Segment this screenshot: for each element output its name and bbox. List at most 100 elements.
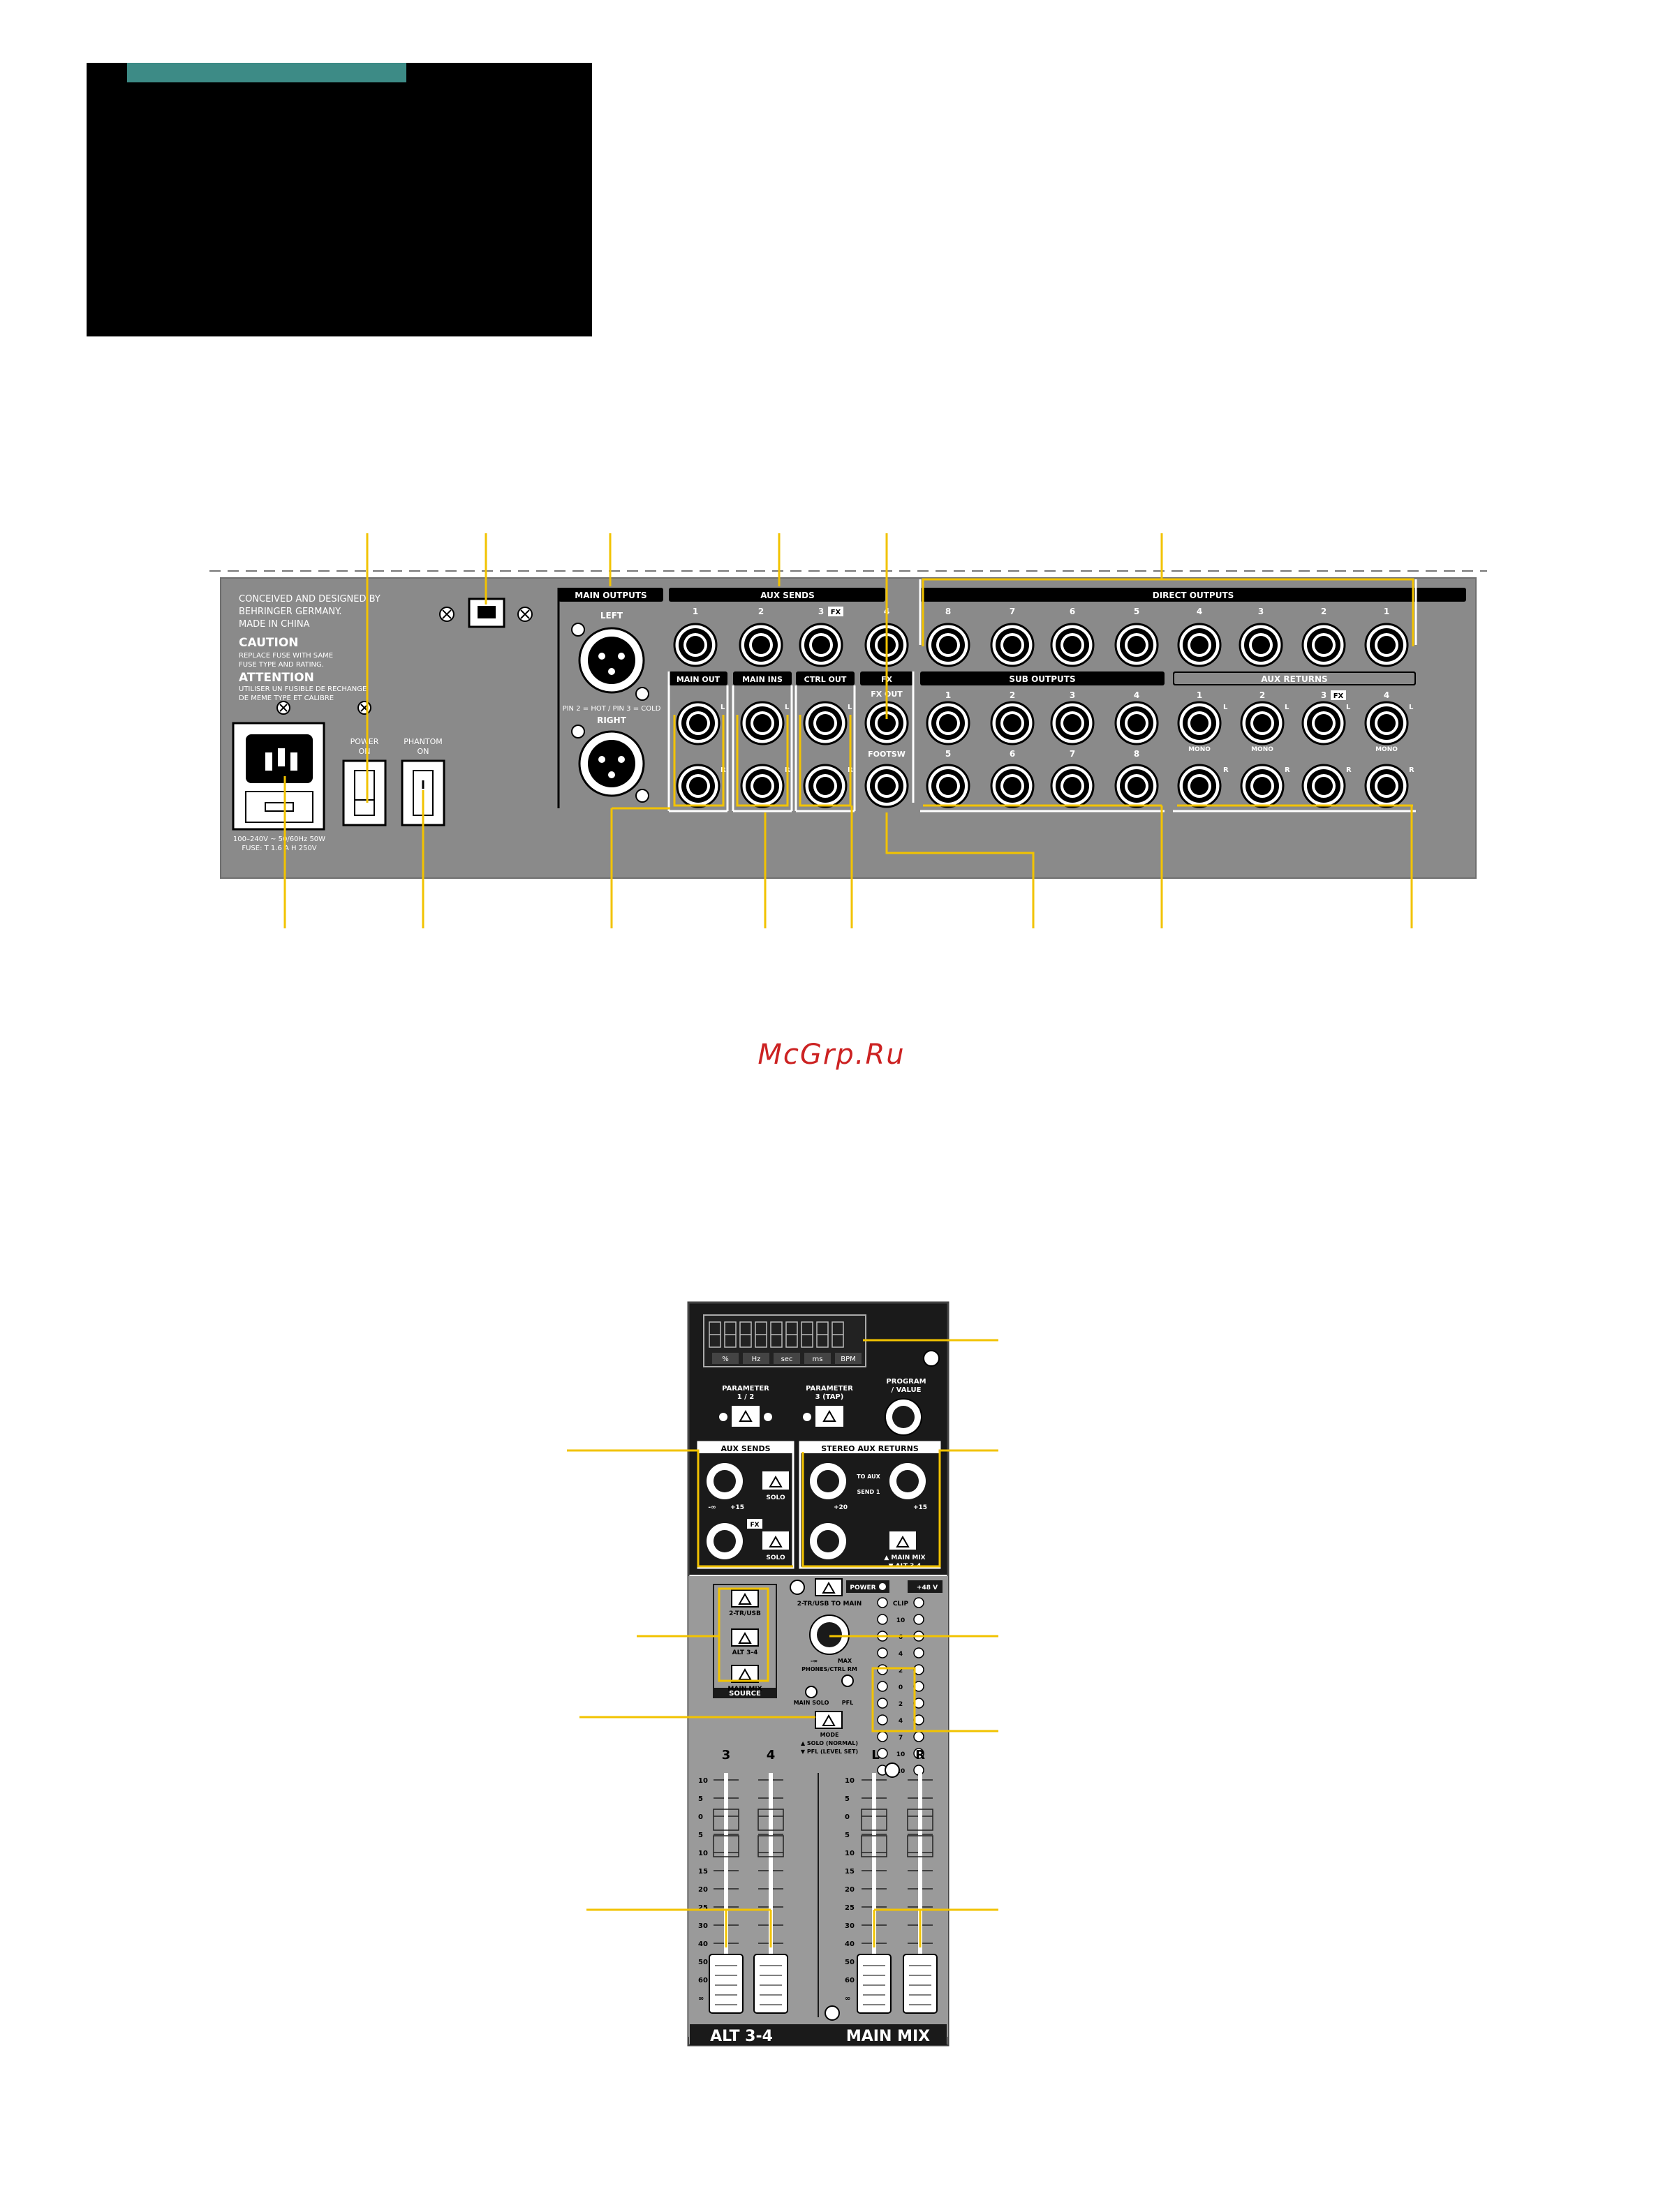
fader-scale-label: 0 [845,1813,850,1821]
aux-return-jack-left[interactable] [1177,701,1222,745]
direct-output-number: 8 [945,607,951,616]
watermark-text: McGrp.Ru [757,1039,906,1071]
meter-led-left [877,1714,888,1725]
aux-return-number: 2 [1259,690,1265,700]
return-r: R [1346,766,1352,774]
fader-cap[interactable] [857,1954,892,2014]
source-2tr-label: 2-TR/USB [729,1610,761,1617]
fader-cap[interactable] [709,1954,744,2014]
footsw-label: FOOTSW [868,750,906,759]
aux-return-jack-right[interactable] [1364,764,1409,808]
aux-return-jack-left[interactable] [1364,701,1409,745]
aux-return-jack-left[interactable] [1240,701,1285,745]
fader-scale-label: 15 [845,1868,855,1876]
meter-led-left [877,1664,888,1675]
pin-label: PIN 2 = HOT / PIN 3 = COLD [563,705,661,713]
fader-scale-label: 25 [845,1904,855,1912]
fader[interactable] [903,1773,938,2014]
sub-output-number: 7 [1070,749,1075,759]
direct-output-jack[interactable] [926,623,970,667]
sub-output-jack[interactable] [990,701,1035,745]
fader[interactable] [857,1773,892,2014]
fader-scale-label: 50 [845,1959,855,1966]
fader-scale-label: 15 [698,1868,708,1876]
unit-label: Hz [752,1356,761,1363]
sub-output-jack[interactable] [1050,764,1095,808]
fader-scale-label: 10 [698,1850,708,1857]
solo-label: SOLO [766,1494,785,1501]
fader-cap[interactable] [753,1954,788,2014]
param3-button[interactable] [815,1406,843,1427]
direct-output-jack[interactable] [1364,623,1409,667]
param12-button[interactable] [732,1406,760,1427]
direct-output-jack[interactable] [1239,623,1283,667]
meter-label: 10 [896,1751,906,1758]
fx-out-jack[interactable] [864,701,909,745]
fader-scale-label: 5 [698,1832,703,1839]
panel-screw [923,1350,940,1367]
return-l: L [1409,704,1414,711]
direct-output-jack[interactable] [1301,623,1346,667]
stereo-jack-left[interactable] [676,701,720,745]
attention-text-2: DE MEME TYPE ET CALIBRE [239,695,334,702]
sub-outputs-title: SUB OUTPUTS [1009,674,1075,684]
power-led-label: POWER [850,1584,875,1591]
direct-output-jack[interactable] [1050,623,1095,667]
stereo-jack-right[interactable] [676,764,720,808]
fader-scale-label: 60 [845,1977,855,1984]
aux-send-jack[interactable] [673,623,718,667]
aux-send-jack[interactable] [739,623,783,667]
stereo-jack-left[interactable] [803,701,848,745]
source-main-mix-label: MAIN MIX [727,1686,762,1693]
meter-label: 6 [899,1634,903,1641]
power-on-label-2: ON [359,747,371,756]
sub-output-number: 8 [1134,749,1139,759]
panel-screw [825,2005,840,2021]
caution-title: CAUTION [239,636,299,650]
meter-led-left [877,1614,888,1625]
power-on-label: POWER [350,737,379,746]
credit-line-2: BEHRINGER GERMANY. [239,607,342,617]
sub-output-jack[interactable] [990,764,1035,808]
channel-r-label: R [915,1748,925,1762]
sub-output-jack[interactable] [1114,701,1159,745]
stereo-jack-right[interactable] [740,764,785,808]
main-ins-l: L [785,704,790,711]
solo-normal-label: ▲ SOLO (NORMAL) [801,1740,858,1746]
scale-plus20: +20 [834,1504,848,1511]
unit-label: BPM [841,1356,856,1363]
stereo-jack-left[interactable] [740,701,785,745]
aux-send-jack[interactable] [799,623,843,667]
channel-3-label: 3 [722,1748,731,1762]
mono-label: MONO [1188,746,1211,753]
fader-cap[interactable] [903,1954,938,2014]
fader[interactable] [709,1773,744,2014]
sub-output-number: 2 [1010,690,1015,700]
aux-return-jack-right[interactable] [1177,764,1222,808]
sub-output-jack[interactable] [926,764,970,808]
sub-output-jack[interactable] [1114,764,1159,808]
direct-output-jack[interactable] [1114,623,1159,667]
meter-label: CLIP [893,1601,909,1608]
meter-label: 4 [899,1651,903,1658]
aux-return-number: 3 [1321,690,1326,700]
aux-return-jack-right[interactable] [1240,764,1285,808]
footswitch-jack[interactable] [864,764,909,808]
meter-led-left [877,1748,888,1759]
unit-label: sec [781,1356,793,1363]
fader-scale-label: 25 [698,1904,708,1912]
scale-plus15: +15 [730,1504,744,1511]
sub-output-jack[interactable] [926,701,970,745]
fader-scale-label: 30 [698,1922,708,1930]
sub-output-number: 3 [1070,690,1075,700]
scale-minus-inf: -∞ [708,1504,716,1511]
direct-output-jack[interactable] [990,623,1035,667]
sub-output-jack[interactable] [1050,701,1095,745]
stereo-jack-right[interactable] [803,764,848,808]
meter-led-right [913,1748,924,1759]
aux-return-jack-right[interactable] [1301,764,1346,808]
direct-output-jack[interactable] [1177,623,1222,667]
fader[interactable] [753,1773,788,2014]
aux-return-jack-left[interactable] [1301,701,1346,745]
credit-line-1: CONCEIVED AND DESIGNED BY [239,594,380,604]
